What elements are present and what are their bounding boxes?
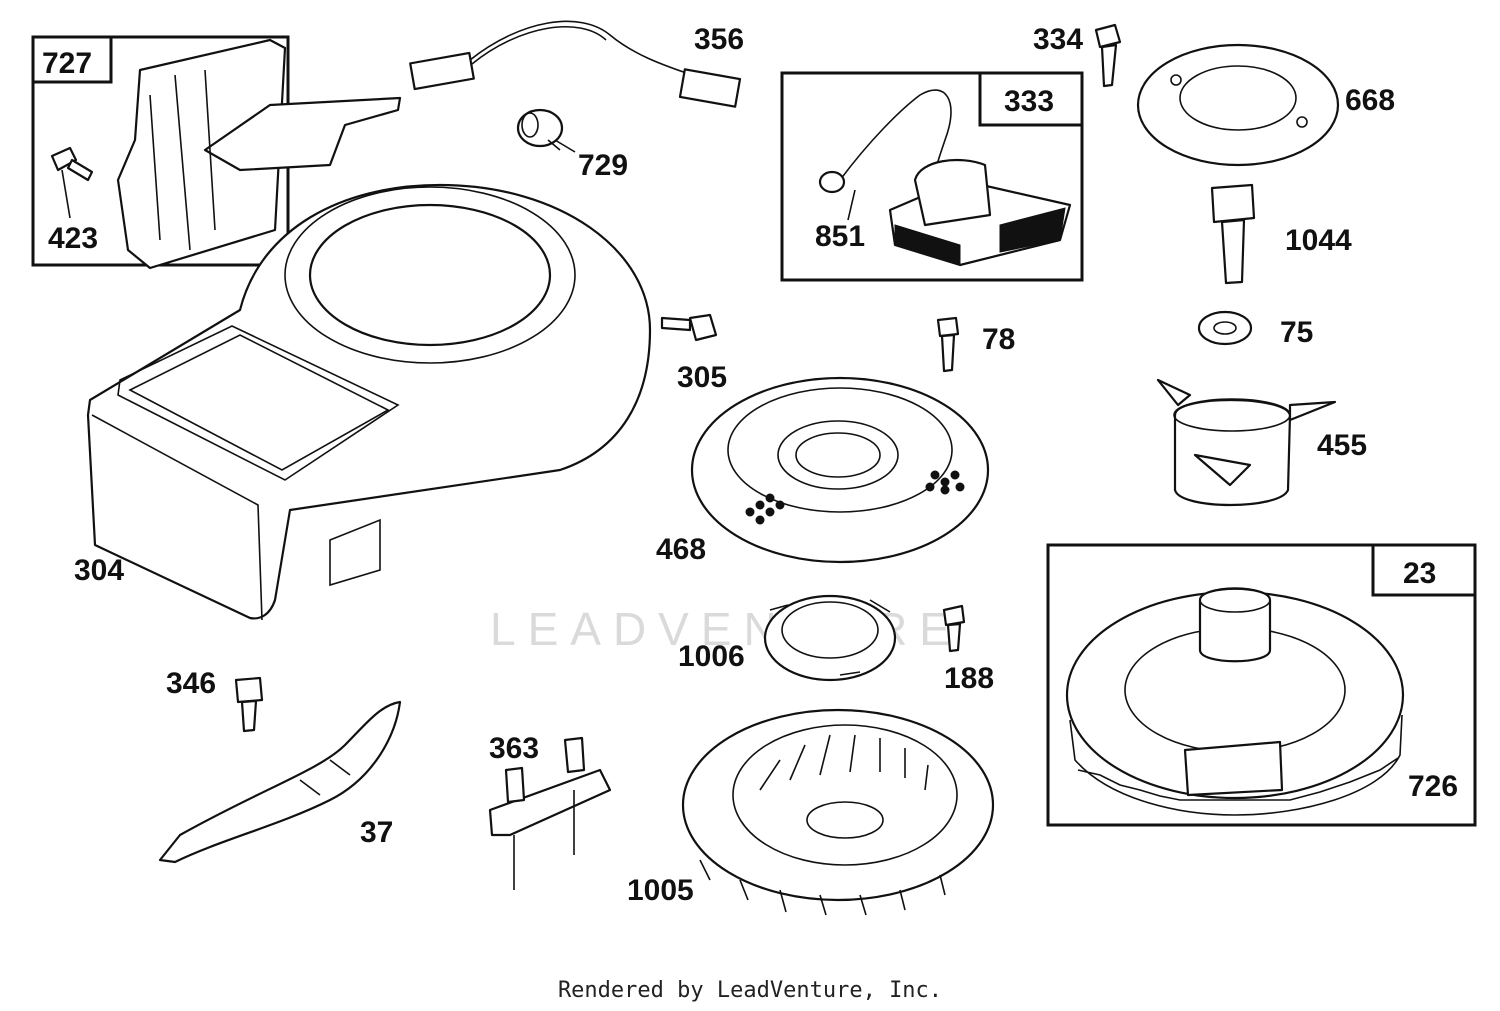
- callout-78: 78: [982, 323, 1015, 356]
- group-box-727: [31, 35, 402, 270]
- part-1005-fan[interactable]: [681, 708, 995, 916]
- callout-1005: 1005: [627, 874, 694, 907]
- callout-727: 727: [42, 47, 92, 80]
- callout-305: 305: [677, 361, 727, 394]
- callout-334: 334: [1033, 23, 1083, 56]
- part-729-grommet[interactable]: [516, 108, 564, 151]
- part-304-blower-housing[interactable]: [86, 183, 652, 621]
- part-334-screw[interactable]: [1094, 23, 1122, 88]
- callout-188: 188: [944, 662, 994, 695]
- callout-468: 468: [656, 533, 706, 566]
- leader-729: [554, 139, 576, 153]
- part-346-bolt[interactable]: [234, 676, 264, 733]
- part-37-air-guide[interactable]: [158, 700, 402, 864]
- part-455-cup[interactable]: [1156, 378, 1337, 507]
- callout-346: 346: [166, 667, 216, 700]
- callout-851: 851: [815, 220, 865, 253]
- part-668-plate[interactable]: [1136, 43, 1340, 167]
- part-305-bolt[interactable]: [660, 313, 718, 342]
- group-box-333: [780, 71, 1084, 282]
- callout-333: 333: [1004, 85, 1054, 118]
- callout-75: 75: [1280, 316, 1313, 349]
- part-188-screw[interactable]: [942, 604, 966, 653]
- part-333-armature[interactable]: [839, 89, 1072, 267]
- callout-37: 37: [360, 816, 393, 849]
- leader-851: [847, 189, 856, 221]
- group-box-23: [1046, 543, 1477, 827]
- part-726-flywheel[interactable]: [1065, 587, 1405, 816]
- part-363-bracket[interactable]: [488, 736, 612, 890]
- callout-668: 668: [1345, 84, 1395, 117]
- part-423-screw[interactable]: [50, 146, 94, 182]
- callout-729: 729: [578, 149, 628, 182]
- callout-726: 726: [1408, 770, 1458, 803]
- callout-23: 23: [1403, 557, 1436, 590]
- callout-356: 356: [694, 23, 744, 56]
- part-75-washer[interactable]: [1197, 310, 1253, 346]
- part-468-screen[interactable]: [690, 376, 990, 564]
- part-727-shroud[interactable]: [116, 38, 402, 270]
- part-356-wire[interactable]: [409, 20, 742, 108]
- footer-credit: Rendered by LeadVenture, Inc.: [557, 978, 943, 1003]
- callout-1044: 1044: [1285, 224, 1352, 257]
- callout-363: 363: [489, 732, 539, 765]
- callout-1006: 1006: [678, 640, 745, 673]
- part-851-terminal[interactable]: [818, 170, 846, 194]
- callout-423: 423: [48, 222, 98, 255]
- part-1006-ratchet[interactable]: [763, 594, 897, 682]
- part-78-screw[interactable]: [936, 316, 960, 373]
- leader-423: [61, 169, 71, 219]
- callout-455: 455: [1317, 429, 1367, 462]
- part-1044-bolt[interactable]: [1210, 183, 1256, 285]
- callout-304: 304: [74, 554, 124, 587]
